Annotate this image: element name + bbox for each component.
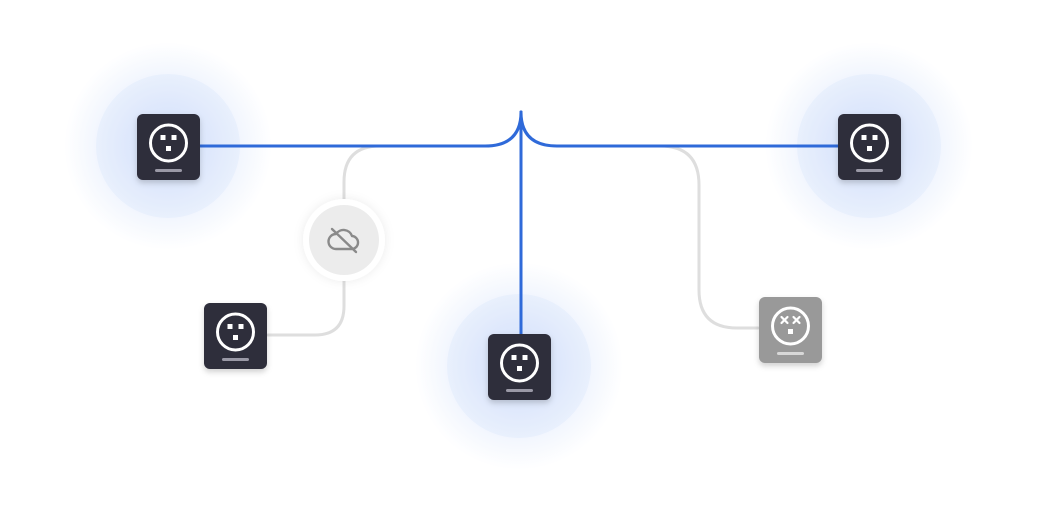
smiley-outlet-icon bbox=[500, 343, 539, 383]
cloud-off-icon bbox=[327, 227, 360, 254]
device-center-bottom[interactable] bbox=[488, 334, 551, 400]
smiley-outlet-icon bbox=[149, 123, 188, 163]
active-links bbox=[198, 26, 840, 338]
device-right-bottom[interactable] bbox=[759, 297, 822, 363]
link-left-disconnected-lower bbox=[266, 278, 346, 337]
device-right-top[interactable] bbox=[838, 114, 901, 180]
glow-layer bbox=[64, 42, 973, 470]
smiley-outlet-icon bbox=[216, 312, 255, 352]
link-right-offline bbox=[658, 144, 760, 330]
smiley-outlet-icon bbox=[850, 123, 889, 163]
device-left-bottom[interactable] bbox=[204, 303, 267, 369]
cloud-off-badge bbox=[303, 199, 385, 281]
dead-outlet-icon bbox=[771, 306, 810, 346]
link-left-disconnected-upper bbox=[342, 144, 382, 202]
device-left-top[interactable] bbox=[137, 114, 200, 180]
